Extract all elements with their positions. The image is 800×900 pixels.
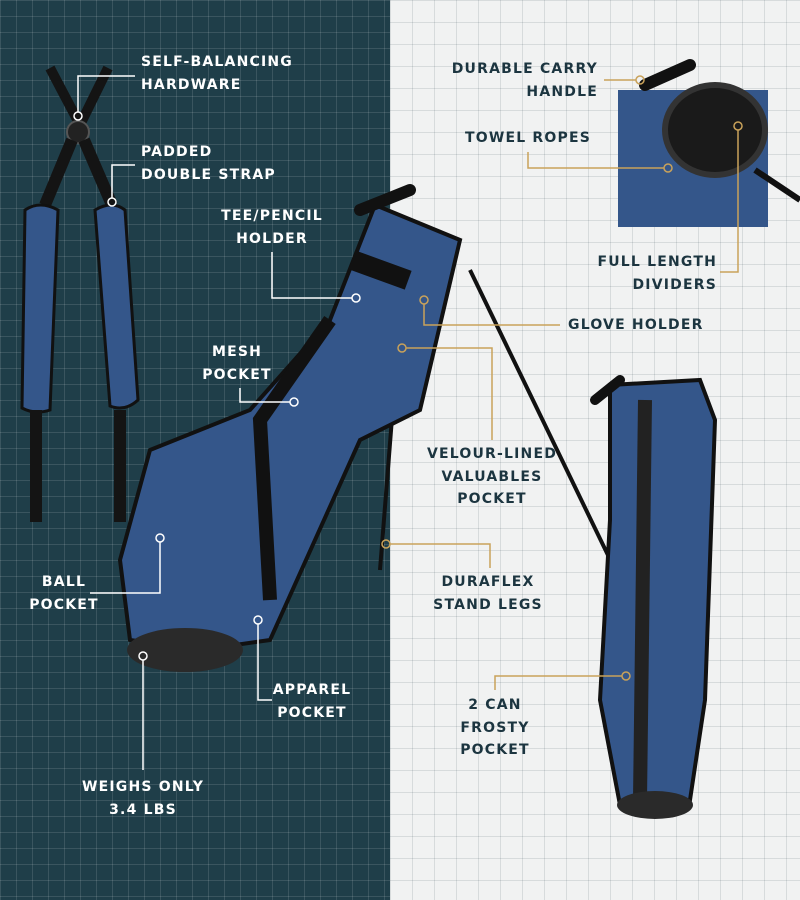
callout-apparel-pocket: APPAREL POCKET [273, 679, 352, 724]
callout-line: PADDED [141, 144, 213, 160]
callout-line: SELF-BALANCING [141, 54, 293, 70]
callout-line: WEIGHS ONLY [81, 779, 205, 795]
callout-line: 2 CAN [468, 697, 522, 713]
callout-line: POCKET [202, 366, 272, 383]
callout-durable-carry-handle: DURABLE CARRY HANDLE [452, 58, 598, 103]
callout-self-balancing-hardware: SELF-BALANCING HARDWARE [141, 51, 293, 96]
callout-tee-pencil-holder: TEE/PENCIL HOLDER [221, 205, 323, 250]
callout-mesh-pocket: MESH POCKET [202, 341, 272, 386]
callout-line: HANDLE [526, 83, 598, 100]
callout-line: POCKET [460, 742, 530, 758]
callout-line: TOWEL ROPES [464, 130, 592, 146]
callout-line: APPAREL [272, 682, 352, 698]
callout-line: BALL [41, 574, 87, 590]
callout-towel-ropes: TOWEL ROPES [465, 127, 591, 150]
callout-frosty-pocket: 2 CAN FROSTY POCKET [460, 694, 530, 762]
callout-line: POCKET [29, 596, 99, 613]
callout-line: DURAFLEX [441, 574, 535, 590]
callout-line: STAND LEGS [433, 596, 543, 613]
callout-line: POCKET [457, 491, 527, 507]
callout-line: VALUABLES [441, 468, 543, 485]
callout-line: GLOVE HOLDER [568, 317, 704, 333]
callout-line: DOUBLE STRAP [141, 166, 276, 183]
callout-glove-holder: GLOVE HOLDER [568, 314, 704, 337]
callout-line: HARDWARE [141, 76, 242, 93]
callout-line: MESH [211, 344, 263, 360]
callout-ball-pocket: BALL POCKET [29, 571, 99, 616]
leader-lines [73, 75, 743, 770]
callout-duraflex-stand-legs: DURAFLEX STAND LEGS [433, 571, 543, 616]
callout-padded-double-strap: PADDED DOUBLE STRAP [141, 141, 276, 186]
callout-line: FULL LENGTH [597, 254, 717, 270]
callout-line: VELOUR-LINED [426, 446, 558, 462]
main-bag-image [117, 184, 622, 672]
side-bag-image [590, 375, 718, 819]
callout-line: POCKET [277, 704, 347, 721]
callout-line: HOLDER [236, 230, 308, 247]
double-strap-image [20, 65, 140, 522]
callout-line: DURABLE CARRY [451, 61, 598, 77]
callout-full-length-dividers: FULL LENGTH DIVIDERS [597, 251, 717, 296]
callout-valuables-pocket: VELOUR-LINED VALUABLES POCKET [427, 443, 557, 511]
callout-line: TEE/PENCIL [221, 208, 323, 224]
bag-top-detail-image [618, 59, 800, 227]
callout-weight: WEIGHS ONLY 3.4 LBS [82, 776, 204, 821]
callout-line: 3.4 LBS [109, 801, 177, 818]
callout-line: DIVIDERS [632, 276, 717, 293]
callout-line: FROSTY [460, 719, 530, 736]
